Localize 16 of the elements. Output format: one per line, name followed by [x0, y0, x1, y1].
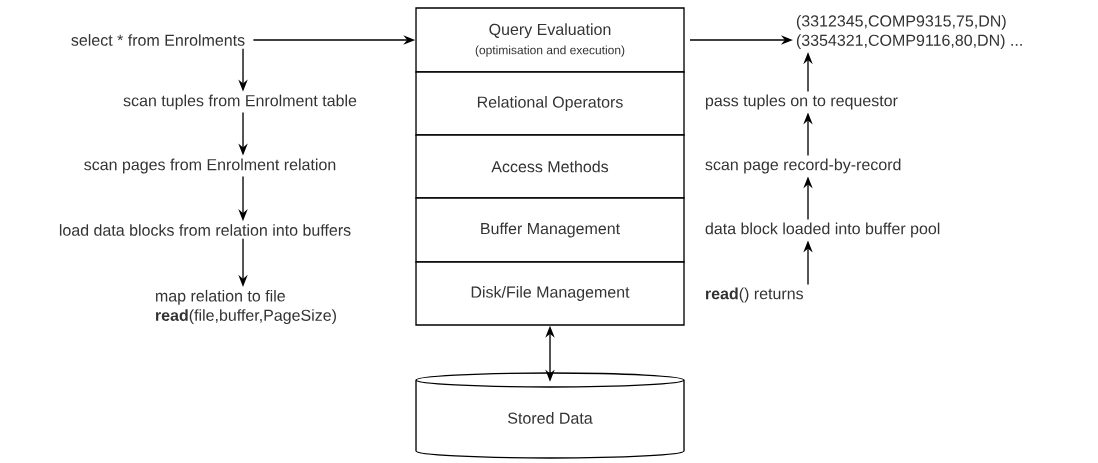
step-text: (3312345,COMP9315,75,DN) (3354321,COMP9116,80,DN) ...: [796, 14, 1022, 50]
layer-box: Access Methods: [415, 134, 685, 199]
step-text: data block loaded into buffer pool: [705, 222, 940, 238]
layer-box: Query Evaluation (optimisation and execution): [415, 7, 685, 73]
cylinder-label: Stored Data: [508, 412, 593, 424]
step-text: map relation to file read(file,buffer,PageSize): [156, 289, 336, 325]
step-text: select * from Enrolments: [71, 34, 245, 46]
step-text: scan tuples from Enrolment table: [123, 94, 357, 110]
layer-box: Disk/File Management: [415, 261, 685, 326]
step-text: pass tuples on to requestor: [705, 94, 898, 110]
layer-box: Relational Operators: [415, 71, 685, 136]
step-text: read() returns: [706, 287, 804, 303]
layer-box: Buffer Management: [415, 197, 685, 263]
step-text: scan pages from Enrolment relation: [84, 158, 336, 174]
step-text: scan page record-by-record: [705, 158, 901, 174]
step-text: load data blocks from relation into buffers: [59, 224, 351, 236]
